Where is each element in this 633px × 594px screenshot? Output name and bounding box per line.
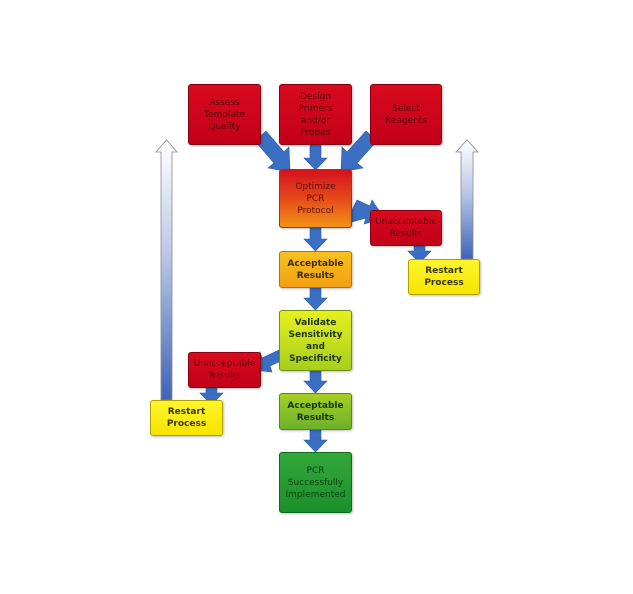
node-line: Reagents bbox=[384, 115, 428, 126]
node-line: Assess bbox=[209, 97, 240, 108]
arrow-optimize-to-acceptable-1 bbox=[303, 227, 328, 252]
arrow-design-to-optimize bbox=[303, 144, 328, 171]
node-design-primers: Design Primers and/or Probes bbox=[279, 84, 352, 145]
node-line: Successfully bbox=[287, 477, 344, 488]
node-line: Results bbox=[296, 412, 335, 423]
node-line: Process bbox=[424, 278, 464, 288]
node-select-reagents: Select Reagents bbox=[370, 84, 442, 145]
node-line: Process bbox=[166, 419, 207, 429]
node-line: Unacceptable bbox=[193, 359, 256, 369]
node-line: Probes bbox=[300, 127, 331, 138]
node-line: Optimize bbox=[295, 181, 336, 192]
node-line: PCR bbox=[306, 193, 325, 204]
arrow-acceptable-2-to-success bbox=[303, 429, 328, 453]
arrow-unacceptable-to-restart-right bbox=[407, 245, 432, 264]
node-line: and/or bbox=[300, 115, 331, 126]
node-line: PCR bbox=[306, 465, 325, 476]
node-acceptable-results-1: Acceptable Results bbox=[279, 251, 352, 288]
node-line: Quality bbox=[208, 121, 241, 132]
node-unacceptable-results-right: Unacceptable Results bbox=[370, 210, 442, 246]
node-line: Template bbox=[203, 109, 246, 120]
node-line: Restart bbox=[167, 407, 206, 417]
node-line: Select bbox=[392, 103, 420, 114]
node-line: Validate bbox=[294, 317, 337, 328]
node-line: Design Primers bbox=[298, 91, 333, 114]
restart-loop-arrow-left bbox=[155, 139, 178, 401]
node-unacceptable-results-left: Unacceptable Results bbox=[188, 352, 261, 388]
node-line: Sensitivity and bbox=[288, 329, 343, 352]
node-line: Results bbox=[296, 270, 335, 281]
arrow-validate-to-acceptable-2 bbox=[303, 370, 328, 394]
node-acceptable-results-2: Acceptable Results bbox=[279, 393, 352, 430]
node-line: Unacceptable bbox=[375, 217, 437, 227]
node-line: Results bbox=[208, 371, 241, 381]
node-optimize-pcr-protocol: Optimize PCR Protocol bbox=[279, 169, 352, 228]
node-line: Specificity bbox=[289, 353, 342, 364]
node-pcr-successfully-implemented: PCR Successfully Implemented bbox=[279, 452, 352, 513]
arrow-acceptable-1-to-validate bbox=[303, 287, 328, 311]
node-line: Restart bbox=[425, 266, 463, 276]
node-restart-process-right: Restart Process bbox=[408, 259, 480, 295]
node-line: Results bbox=[389, 229, 423, 239]
node-line: Protocol bbox=[297, 205, 334, 216]
node-line: Acceptable bbox=[287, 258, 344, 269]
node-restart-process-left: Restart Process bbox=[150, 400, 223, 436]
node-assess-template-quality: Assess Template Quality bbox=[188, 84, 261, 145]
node-line: Implemented bbox=[285, 489, 346, 500]
restart-loop-arrow-right bbox=[455, 139, 479, 260]
arrow-unacceptable-to-restart-left bbox=[199, 387, 224, 406]
arrow-assess-to-optimize bbox=[254, 130, 291, 173]
node-line: Acceptable bbox=[287, 400, 344, 411]
node-validate-sensitivity-specificity: Validate Sensitivity and Specificity bbox=[279, 310, 352, 371]
